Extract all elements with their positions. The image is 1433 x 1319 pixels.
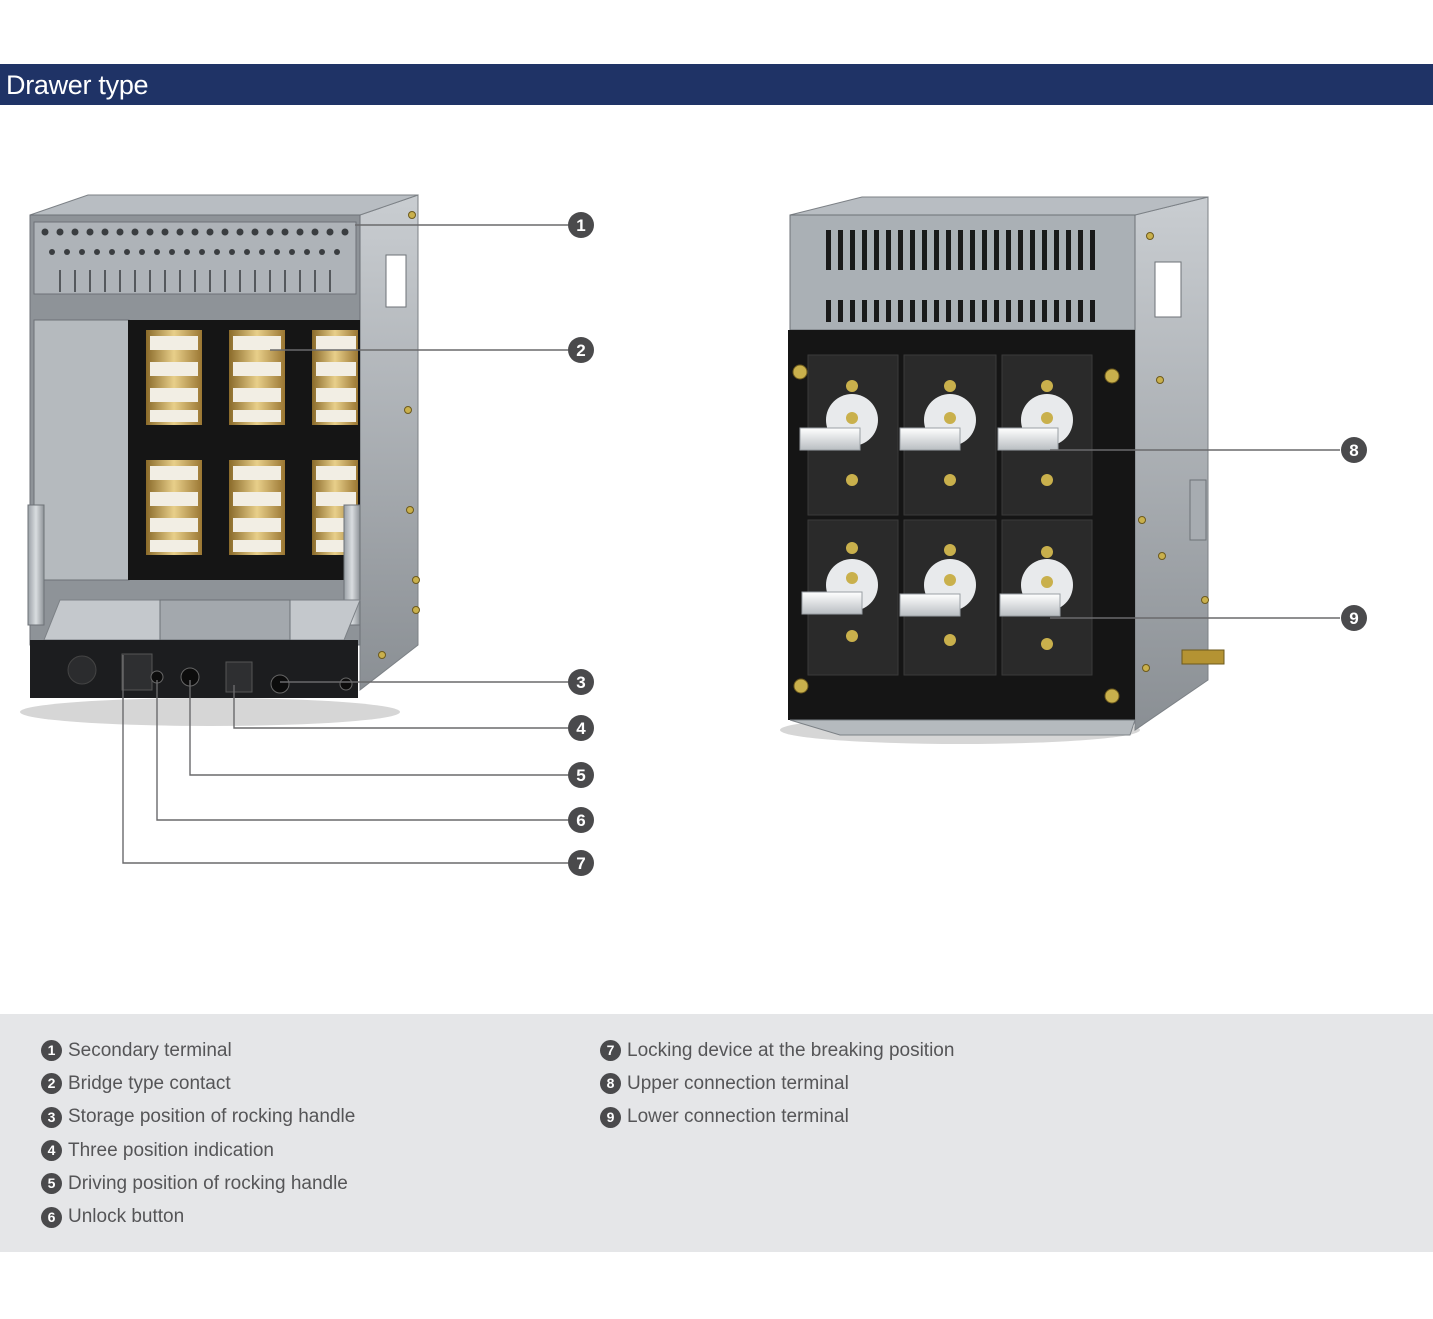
legend-label: Three position indication xyxy=(68,1139,274,1161)
legend-column-1: 1 Secondary terminal 2 Bridge type conta… xyxy=(41,1034,355,1234)
callout-1: 1 xyxy=(568,212,594,238)
callout-6: 6 xyxy=(568,807,594,833)
callout-2: 2 xyxy=(568,337,594,363)
leader-lines xyxy=(122,224,1340,864)
section-header: Drawer type xyxy=(0,64,1433,105)
callout-3: 3 xyxy=(568,669,594,695)
legend-label: Lower connection terminal xyxy=(627,1106,849,1128)
callout-9-label: 9 xyxy=(1349,609,1358,628)
legend-label: Bridge type contact xyxy=(68,1072,231,1094)
legend-label: Driving position of rocking handle xyxy=(68,1172,348,1194)
legend-number-badge: 4 xyxy=(41,1140,62,1162)
callout-5-label: 5 xyxy=(576,766,585,785)
legend-label: Upper connection terminal xyxy=(627,1072,849,1094)
legend-number-badge: 1 xyxy=(41,1040,62,1062)
legend-number-badge: 7 xyxy=(600,1040,621,1062)
callout-8-label: 8 xyxy=(1349,441,1358,460)
callout-4: 4 xyxy=(568,715,594,741)
legend-item: 6 Unlock button xyxy=(41,1200,355,1233)
section-title: Drawer type xyxy=(6,70,149,100)
legend-label: Secondary terminal xyxy=(68,1039,232,1061)
callout-8: 8 xyxy=(1341,437,1367,463)
legend-number-badge: 9 xyxy=(600,1106,621,1128)
legend-item: 2 Bridge type contact xyxy=(41,1067,355,1100)
callout-7: 7 xyxy=(568,850,594,876)
product-figure: 1 2 3 4 5 6 7 8 9 xyxy=(20,194,1367,876)
legend-label: Locking device at the breaking position xyxy=(627,1039,955,1061)
legend-number-badge: 8 xyxy=(600,1073,621,1095)
legend-label: Unlock button xyxy=(68,1206,185,1228)
callout-1-label: 1 xyxy=(576,216,585,235)
legend-item: 4 Three position indication xyxy=(41,1134,355,1167)
callout-5: 5 xyxy=(568,762,594,788)
legend-item: 8 Upper connection terminal xyxy=(600,1067,954,1100)
legend-number-badge: 3 xyxy=(41,1106,62,1128)
legend-column-2: 7 Locking device at the breaking positio… xyxy=(600,1034,954,1134)
right-unit-image xyxy=(780,196,1225,744)
legend-label: Storage position of rocking handle xyxy=(68,1106,356,1128)
legend-number-badge: 5 xyxy=(41,1173,62,1195)
left-unit-image xyxy=(20,194,420,726)
callout-4-label: 4 xyxy=(576,719,586,738)
callout-9: 9 xyxy=(1341,605,1367,631)
legend-number-badge: 2 xyxy=(41,1073,62,1095)
legend-panel: 1 Secondary terminal 2 Bridge type conta… xyxy=(0,1014,1433,1252)
callout-7-label: 7 xyxy=(576,854,585,873)
legend-item: 7 Locking device at the breaking positio… xyxy=(600,1034,954,1067)
callout-2-label: 2 xyxy=(576,341,585,360)
connection-terminals xyxy=(799,380,1073,650)
callout-3-label: 3 xyxy=(576,673,585,692)
legend-item: 5 Driving position of rocking handle xyxy=(41,1167,355,1200)
callout-6-label: 6 xyxy=(576,811,585,830)
legend-number-badge: 6 xyxy=(41,1206,62,1228)
legend-item: 1 Secondary terminal xyxy=(41,1034,355,1067)
legend-item: 9 Lower connection terminal xyxy=(600,1101,954,1134)
legend-item: 3 Storage position of rocking handle xyxy=(41,1101,355,1134)
